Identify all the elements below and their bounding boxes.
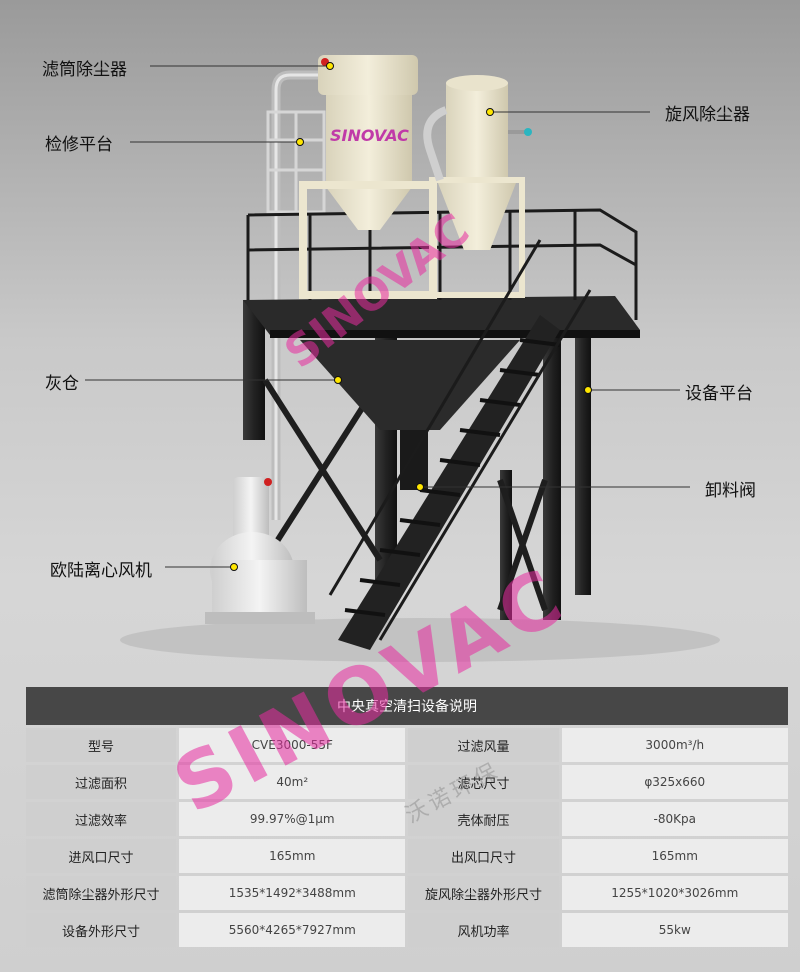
spec-label: 过滤面积 [26,765,177,799]
spec-label: 过滤风量 [408,728,559,762]
cartridge-collector: SINOVAC [299,55,437,299]
table-row: 设备外形尺寸 5560*4265*7927mm 风机功率 55kw [26,913,788,947]
spec-value: 55kw [561,913,788,947]
spec-label: 滤芯尺寸 [408,765,559,799]
spec-label: 旋风除尘器外形尺寸 [408,876,559,910]
spec-value: φ325x660 [561,765,788,799]
service-platform [266,110,326,214]
cross-bracing [262,378,548,611]
staircase [328,239,592,650]
spec-value: 1535*1492*3488mm [179,876,406,910]
spec-value: 5560*4265*7927mm [179,913,406,947]
callout-equipment-platform: 设备平台 [685,384,753,404]
spec-value: 165mm [179,839,406,873]
spec-value: 1255*1020*3026mm [561,876,788,910]
callout-discharge-valve: 卸料阀 [705,481,756,501]
vertical-duct [271,70,330,520]
spec-value: CVE3000-55F [179,728,406,762]
spec-value: -80Kpa [561,802,788,836]
spec-value: 3000m³/h [561,728,788,762]
spec-label: 设备外形尺寸 [26,913,177,947]
equipment-illustration: SINOVAC [85,55,720,662]
spec-label: 风机功率 [408,913,559,947]
spec-label: 滤筒除尘器外形尺寸 [26,876,177,910]
table-row: 滤筒除尘器外形尺寸 1535*1492*3488mm 旋风除尘器外形尺寸 125… [26,876,788,910]
spec-value: 40m² [179,765,406,799]
spec-table-title: 中央真空清扫设备说明 [26,687,788,725]
table-row: 过滤面积 40m² 滤芯尺寸 φ325x660 [26,765,788,799]
spec-label: 型号 [26,728,177,762]
callout-dots [230,62,592,571]
platform-railing [246,208,638,320]
callout-centrifugal-fan: 欧陆离心风机 [50,561,152,581]
spec-label: 出风口尺寸 [408,839,559,873]
callout-cartridge-collector: 滤筒除尘器 [42,60,127,80]
callout-service-platform: 检修平台 [45,135,113,155]
spec-label: 壳体耐压 [408,802,559,836]
centrifugal-fan [205,477,315,624]
spec-value: 165mm [561,839,788,873]
floor-shadow [120,618,720,662]
ash-hopper [300,340,520,430]
table-row: 进风口尺寸 165mm 出风口尺寸 165mm [26,839,788,873]
table-row: 过滤效率 99.97%@1μm 壳体耐压 -80Kpa [26,802,788,836]
cyclone-collector [423,75,532,298]
table-row: 型号 CVE3000-55F 过滤风量 3000m³/h [26,728,788,762]
spec-label: 过滤效率 [26,802,177,836]
spec-value: 99.97%@1μm [179,802,406,836]
equipment-brand-logo: SINOVAC [330,126,409,145]
callout-leaders [85,65,690,568]
spec-table: 中央真空清扫设备说明 型号 CVE3000-55F 过滤风量 3000m³/h … [23,684,791,950]
callout-cyclone-collector: 旋风除尘器 [665,105,750,125]
spec-label: 进风口尺寸 [26,839,177,873]
callout-ash-hopper: 灰仓 [45,374,79,394]
